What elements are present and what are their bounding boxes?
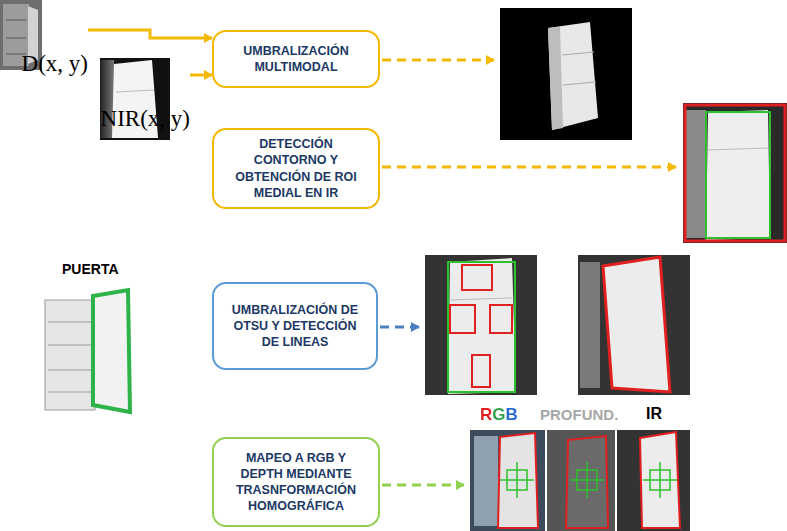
box-text: UMBRALIZACIÓN MULTIMODAL — [230, 43, 362, 76]
box-text: DETECCIÓN CONTORNO Y OBTENCIÓN DE ROI ME… — [230, 136, 362, 201]
flow-arrow — [190, 74, 212, 77]
fridge-illustration — [45, 290, 130, 412]
image-label: PUERTA — [62, 261, 119, 277]
process-box: UMBRALIZACIÓN DE OTSU Y DETECCIÓN DE LIN… — [212, 282, 378, 370]
image-label: RGB — [480, 405, 518, 425]
image-node: NIR(x, y) — [86, 58, 190, 180]
box-text: MAPEO A RGB Y DEPTH MEDIANTE TRASNFORMAC… — [230, 450, 362, 515]
roi-image — [683, 103, 787, 243]
dashed-arrow — [382, 166, 676, 169]
dashed-arrow — [380, 326, 419, 329]
image-caption: NIR(x, y) — [101, 105, 190, 133]
image-label: PROFUND. — [540, 406, 618, 423]
mapped-images — [470, 430, 690, 531]
dashed-arrow — [382, 484, 464, 487]
dashed-arrow — [382, 59, 494, 62]
process-box: UMBRALIZACIÓN MULTIMODAL — [212, 30, 380, 88]
image-node: D(x, y) — [0, 0, 88, 128]
box-text: UMBRALIZACIÓN DE OTSU Y DETECCIÓN DE LIN… — [229, 302, 361, 351]
line-detection-image — [578, 255, 690, 395]
process-box: MAPEO A RGB Y DEPTH MEDIANTE TRASNFORMAC… — [212, 437, 380, 527]
flow-arrow — [88, 30, 212, 38]
otsu-image — [425, 255, 537, 395]
threshold-result-image — [500, 8, 632, 140]
image-caption: D(x, y) — [22, 50, 88, 78]
image-label: IR — [646, 405, 662, 423]
process-box: DETECCIÓN CONTORNO Y OBTENCIÓN DE ROI ME… — [212, 128, 380, 209]
